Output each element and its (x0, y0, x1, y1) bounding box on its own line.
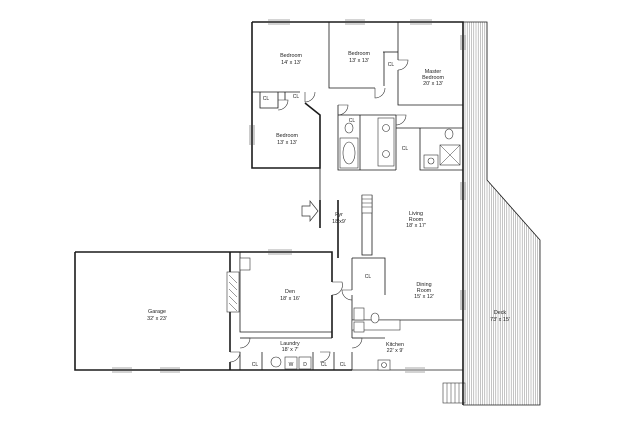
deck-name: Deck (494, 310, 507, 316)
bedroom-2-size: 13' x 13' (349, 58, 369, 64)
living-room-size: 18' x 17' (406, 223, 426, 229)
windows (112, 19, 466, 373)
den-name: Den (285, 289, 295, 295)
kitchen-size: 22' x 9' (387, 348, 404, 354)
half-bath-toilet (370, 312, 380, 324)
garage-size: 32' x 23' (147, 316, 167, 322)
dining-room-name-2: Room (417, 288, 432, 294)
closet-label: CL (252, 362, 259, 368)
deck-hatch (464, 22, 541, 405)
deck-stairs (442, 382, 466, 404)
dryer (298, 356, 312, 370)
vanity (377, 117, 395, 167)
washer (284, 356, 298, 370)
living-room-name-2: Room (409, 217, 424, 223)
fridge (353, 307, 365, 321)
closet-label: CL (365, 274, 372, 280)
dryer-label: D (303, 362, 307, 368)
master-bedroom-name-2: Bedroom (422, 75, 444, 81)
dining-room-name-1: Dining (416, 282, 431, 288)
kitchen-name: Kitchen (386, 342, 404, 348)
closet-label: CL (349, 118, 356, 124)
closet-label: CL (340, 362, 347, 368)
master-bedroom-size: 20' x 13' (423, 81, 443, 87)
house-walls (74, 21, 464, 405)
stove-box (239, 257, 251, 271)
room-labels: Bedroom 14' x 13' Bedroom 13' x 13' Mast… (147, 51, 510, 354)
foyer-name: Fyr (335, 212, 343, 218)
bedroom-3-name: Bedroom (276, 133, 298, 139)
den-size: 18' x 16' (280, 296, 300, 302)
living-room-name-1: Living (409, 211, 423, 217)
closet-label: CL (321, 362, 328, 368)
deck-size: 73' x 15' (490, 317, 510, 323)
garage-name: Garage (148, 309, 166, 315)
foyer-size: 18'x9' (332, 219, 346, 225)
bedroom-3-size: 13' x 13' (277, 140, 297, 146)
dining-room-size: 15' x 12' (414, 294, 434, 300)
fixtures (226, 117, 461, 371)
closet-label: CL (402, 146, 409, 152)
tub-basin (342, 141, 356, 165)
entry-arrow (301, 200, 319, 222)
closet-label: CL (293, 94, 300, 100)
fireplace (226, 271, 240, 313)
laundry-size: 18' x 7' (282, 347, 299, 353)
master-bedroom-name-1: Master (425, 69, 442, 75)
range (353, 321, 365, 333)
bedroom-2-name: Bedroom (348, 51, 370, 57)
doors (229, 59, 409, 363)
deck (442, 21, 541, 406)
closet-labels: CL CL CL CL CL CL CL CL CL W D (252, 62, 409, 368)
closet-label: CL (263, 96, 270, 102)
foyer-stairs (361, 194, 373, 214)
closet-label: CL (388, 62, 395, 68)
laundry-sink (270, 356, 282, 368)
bedroom-1-size: 14' x 13' (281, 60, 301, 66)
deck-outline (463, 21, 541, 406)
bedroom-1-name: Bedroom (280, 53, 302, 59)
washer-label: W (289, 362, 294, 368)
laundry-name: Laundry (280, 341, 300, 347)
master-toilet (444, 128, 454, 140)
toilet (344, 122, 354, 134)
